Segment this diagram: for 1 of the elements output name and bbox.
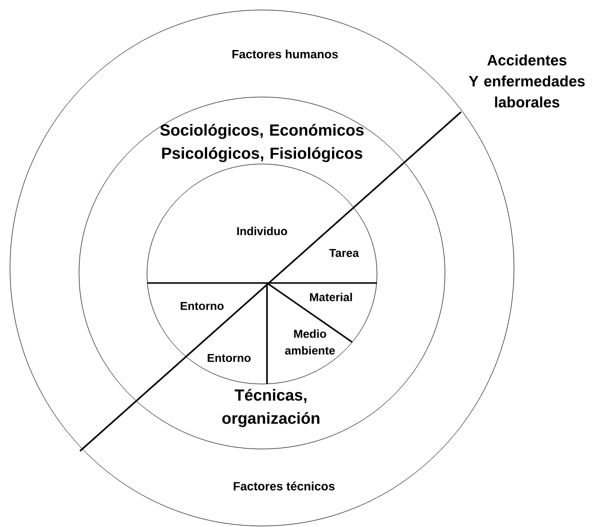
label: Accidentes Y enfermedades laborales [468,54,585,108]
